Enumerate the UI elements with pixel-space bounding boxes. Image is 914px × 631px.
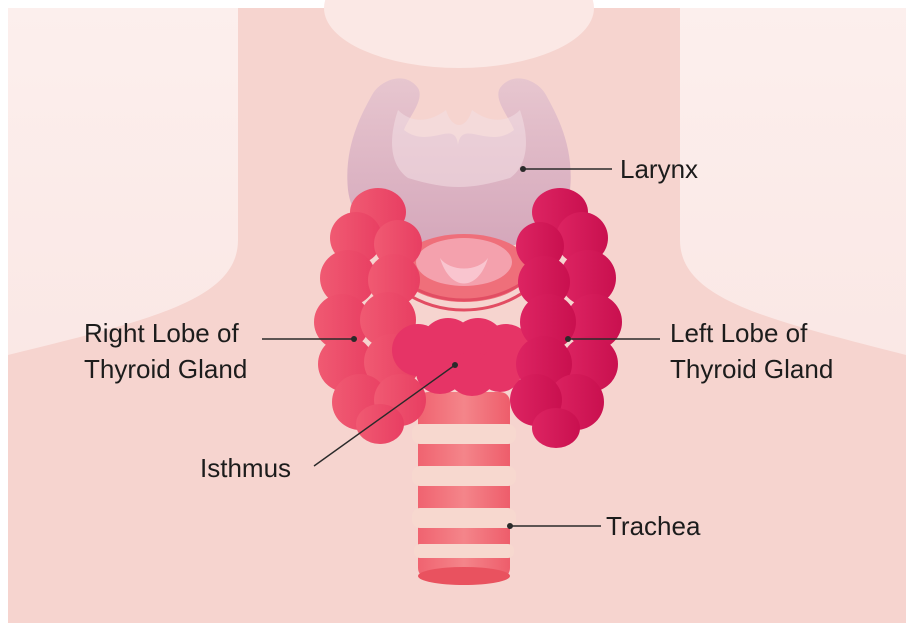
- label-right-lobe-line2: Thyroid Gland: [84, 354, 247, 384]
- trachea-leader-dot: [507, 523, 513, 529]
- larynx-leader-dot: [520, 166, 526, 172]
- label-larynx: Larynx: [620, 154, 698, 184]
- right-lobe-leader-dot: [351, 336, 357, 342]
- label-left-lobe-line1: Left Lobe of: [670, 318, 808, 348]
- left-lobe-leader-dot: [565, 336, 571, 342]
- trachea-ring: [412, 424, 516, 444]
- trachea-ring: [412, 508, 516, 528]
- trachea-ring: [414, 544, 514, 558]
- label-left-lobe-line2: Thyroid Gland: [670, 354, 833, 384]
- label-trachea: Trachea: [606, 511, 701, 541]
- isthmus-leader-dot: [452, 362, 458, 368]
- label-right-lobe-line1: Right Lobe of: [84, 318, 239, 348]
- trachea: [412, 392, 516, 585]
- label-isthmus: Isthmus: [200, 453, 291, 483]
- trachea-ring: [412, 466, 516, 486]
